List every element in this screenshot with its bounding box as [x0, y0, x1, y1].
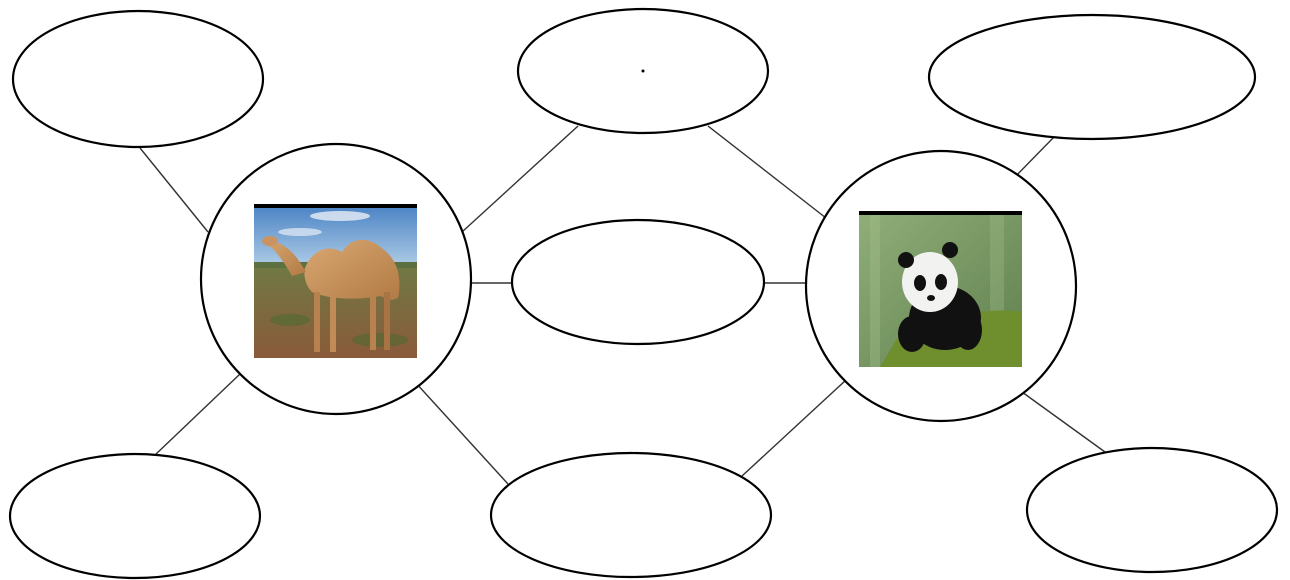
shared-bubble-middle[interactable] [510, 218, 766, 346]
stray-dot [641, 69, 645, 73]
right-subject-node [804, 149, 1078, 423]
left-only-bubble-bottom[interactable] [8, 452, 262, 580]
connector-right-shared-top [707, 125, 827, 219]
connector-right-bottom-right [1021, 391, 1106, 453]
connector-left-shared-bottom [414, 381, 509, 485]
camel-photo [254, 204, 417, 358]
connector-left-top-left [139, 147, 209, 233]
connector-left-bottom-left [154, 373, 241, 456]
left-subject-node [199, 142, 473, 416]
giant-panda-photo [859, 211, 1022, 367]
connector-right-top-right [1011, 135, 1056, 181]
connector-right-shared-bottom [741, 379, 847, 477]
connector-left-shared-top [461, 125, 579, 233]
right-only-bubble-bottom[interactable] [1025, 446, 1279, 574]
left-only-bubble-top[interactable] [11, 9, 265, 149]
connectors [139, 125, 1106, 485]
right-only-bubble-top[interactable] [927, 13, 1257, 141]
shared-bubble-bottom[interactable] [489, 451, 773, 579]
